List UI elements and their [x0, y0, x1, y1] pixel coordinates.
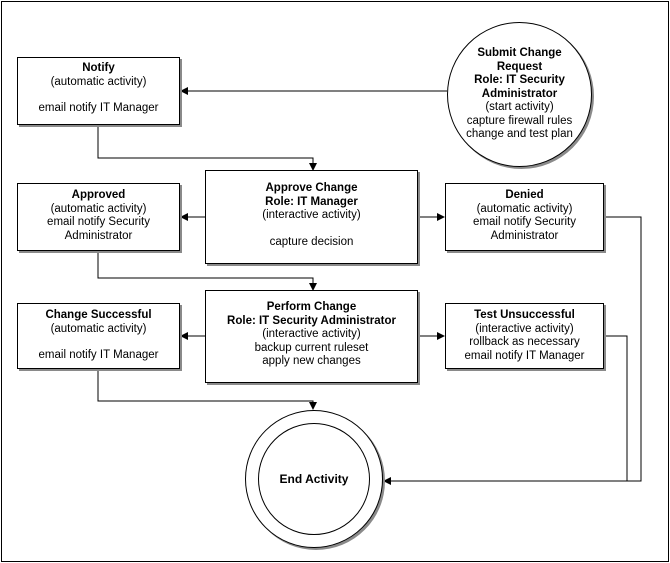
approve-line-1: (interactive activity) [262, 209, 361, 221]
submit-change-request-node: Submit Change Request Role: IT Security … [447, 22, 592, 167]
successful-line-3: email notify IT Manager [38, 349, 159, 361]
submit-title-3: Role: IT Security [474, 74, 565, 87]
denied-node: Denied (automatic activity) email notify… [445, 183, 604, 251]
unsuccessful-line-3: email notify IT Manager [464, 349, 585, 362]
denied-line-2: email notify Security [473, 216, 576, 228]
arrow-approved-to-perform [97, 252, 317, 291]
notify-line-1: (automatic activity) [50, 75, 147, 88]
notify-title: Notify [82, 62, 115, 74]
arrow-denied-to-end [383, 216, 642, 485]
submit-line-3: capture firewall rules [466, 114, 573, 127]
notify-line-3: email notify IT Manager [38, 102, 159, 114]
perform-line-2: backup current ruleset [254, 341, 369, 354]
successful-line-1: (automatic activity) [50, 322, 147, 335]
approved-line-3: Administrator [64, 229, 133, 242]
approved-title: Approved [71, 189, 126, 201]
denied-title: Denied [505, 189, 544, 201]
perform-line-3: apply new changes [262, 355, 361, 367]
perform-title-1: Perform Change [266, 301, 357, 313]
unsuccessful-line-2: rollback as necessary [469, 336, 580, 348]
denied-line-3: Administrator [490, 229, 559, 242]
approved-node: Approved (automatic activity) email noti… [17, 183, 180, 251]
submit-title-1: Submit Change [477, 47, 562, 60]
submit-line-4: change and test plan [466, 128, 573, 141]
perform-line-1: (interactive activity) [262, 328, 361, 340]
arrow-notify-to-approve [97, 126, 317, 171]
unsuccessful-line-1: (interactive activity) [475, 322, 574, 335]
end-activity-label: End Activity [279, 472, 349, 486]
perform-change-node: Perform Change Role: IT Security Adminis… [205, 290, 418, 383]
notify-node: Notify (automatic activity) email notify… [17, 57, 180, 125]
submit-title-2: Request [496, 60, 543, 73]
approve-change-node: Approve Change Role: IT Manager (interac… [205, 170, 418, 264]
approved-line-1: (automatic activity) [50, 202, 147, 215]
unsuccessful-title: Test Unsuccessful [474, 309, 575, 321]
submit-title-4: Administrator [481, 87, 558, 100]
test-unsuccessful-node: Test Unsuccessful (interactive activity)… [445, 303, 604, 369]
arrow-unsuccessful-to-end [605, 335, 628, 481]
change-successful-node: Change Successful (automatic activity) e… [17, 303, 180, 369]
denied-line-1: (automatic activity) [476, 202, 573, 215]
arrow-successful-to-end [97, 370, 317, 410]
end-activity-node: End Activity [258, 423, 370, 535]
perform-title-2: Role: IT Security Administrator [227, 314, 396, 327]
successful-title: Change Successful [45, 309, 152, 321]
approve-title-2: Role: IT Manager [265, 195, 358, 208]
approve-line-3: capture decision [269, 235, 354, 248]
approved-line-2: email notify Security [47, 216, 150, 228]
submit-line-1: (start activity) [485, 101, 554, 114]
approve-title-1: Approve Change [265, 182, 358, 194]
